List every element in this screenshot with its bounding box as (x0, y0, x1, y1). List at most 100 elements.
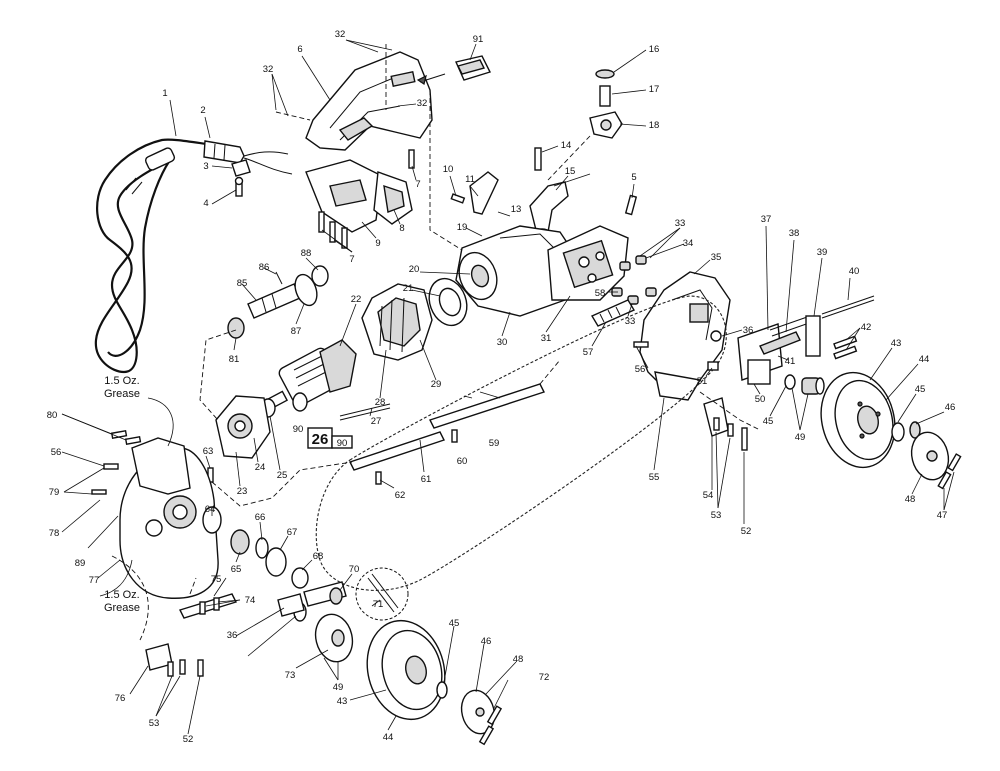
callout-51: 51 (697, 376, 708, 387)
callout-43b: 43 (337, 696, 348, 707)
callout-33a: 33 (675, 218, 686, 229)
callout-81: 81 (229, 354, 240, 365)
callout-49a: 49 (795, 432, 806, 443)
callout-17: 17 (649, 84, 660, 95)
grease-note-upper-line2: Grease (104, 388, 140, 400)
callout-11: 11 (465, 174, 475, 185)
callout-64: 64 (205, 504, 216, 515)
callout-45a: 45 (915, 384, 926, 395)
left-drive-bearings (202, 506, 287, 577)
callout-32c: 32 (417, 98, 428, 109)
callout-22: 22 (351, 294, 362, 305)
right-wheel-retainer (891, 421, 962, 490)
callout-3: 3 (203, 161, 208, 172)
callout-63: 63 (203, 446, 214, 457)
callout-13: 13 (511, 204, 522, 215)
callout-1: 1 (162, 88, 167, 99)
frame-bushings (611, 255, 657, 305)
callout-74: 74 (245, 595, 256, 606)
callout-75: 75 (211, 574, 222, 585)
callout-30: 30 (497, 337, 508, 348)
tension-screw (590, 299, 636, 327)
right-wheel (820, 371, 896, 469)
callout-68: 68 (313, 551, 324, 562)
callout-21: 21 (403, 283, 414, 294)
top-screws (534, 147, 638, 216)
callout-49b: 49 (333, 682, 344, 693)
callout-67: 67 (287, 527, 298, 538)
left-sprocket (277, 593, 354, 663)
callout-48a: 48 (905, 494, 916, 505)
callout-14: 14 (561, 140, 572, 151)
callout-45c: 45 (449, 618, 460, 629)
callout-15: 15 (565, 166, 576, 177)
callout-9: 9 (375, 238, 380, 249)
guide-screws (821, 295, 875, 360)
leader-lines (61, 39, 955, 735)
callout-20: 20 (409, 264, 420, 275)
callout-28: 28 (375, 397, 386, 408)
callout-31: 31 (541, 333, 552, 344)
handle (305, 51, 433, 151)
callout-85: 85 (237, 278, 248, 289)
switch-housing (305, 159, 413, 233)
long-screw (339, 403, 391, 421)
callout-72: 72 (539, 672, 550, 683)
callout-57: 57 (583, 347, 594, 358)
callout-52b: 52 (183, 734, 194, 745)
callout-91: 91 (473, 34, 484, 45)
fan-baffle (428, 277, 468, 327)
callout-19: 19 (457, 222, 468, 233)
callout-70: 70 (349, 564, 360, 575)
right-guard-bracket (703, 397, 748, 451)
callout-89: 89 (75, 558, 86, 569)
callout-7b: 7 (349, 254, 354, 265)
saw-blade-loop (315, 295, 727, 591)
callout-32a: 32 (335, 29, 346, 40)
motor-housing (455, 225, 581, 317)
assembly-badge-main: 26 (312, 431, 329, 448)
callout-53b: 53 (149, 718, 160, 729)
cord-clamp (231, 159, 251, 197)
power-cord (94, 138, 239, 374)
callout-53a: 53 (711, 510, 722, 521)
callout-35: 35 (711, 252, 722, 263)
callout-4: 4 (203, 198, 208, 209)
drive-shaft (291, 567, 409, 621)
callout-71: 71 (373, 599, 384, 610)
adjust-knob-assembly (589, 69, 623, 139)
callout-56a: 56 (635, 364, 646, 375)
callout-24: 24 (255, 462, 266, 473)
callout-23: 23 (237, 486, 248, 497)
grease-notes: 1.5 Oz. Grease 1.5 Oz. Grease (104, 375, 140, 614)
callout-18: 18 (649, 120, 660, 131)
callout-39: 39 (817, 247, 828, 258)
callout-65: 65 (231, 564, 242, 575)
callout-58: 58 (595, 288, 606, 299)
callout-73: 73 (285, 670, 296, 681)
left-wheel-retainer (436, 681, 503, 746)
callout-10: 10 (443, 164, 454, 175)
motor-field (361, 283, 433, 361)
pinion-gear-set (227, 265, 329, 339)
callout-41: 41 (785, 356, 796, 367)
callout-56b: 56 (51, 447, 62, 458)
left-wheel (366, 619, 446, 721)
callout-29: 29 (431, 379, 442, 390)
callout-36a: 36 (743, 325, 754, 336)
callout-86: 86 (259, 262, 270, 273)
callout-79: 79 (49, 487, 60, 498)
callout-33b: 33 (625, 316, 636, 327)
misc-screws (91, 341, 719, 495)
callout-54: 54 (703, 490, 714, 501)
callout-48b: 48 (513, 654, 524, 665)
grease-note-lower-line1: 1.5 Oz. (104, 589, 139, 601)
left-guard-bracket (145, 593, 237, 677)
callout-76: 76 (115, 693, 126, 704)
callout-88: 88 (301, 248, 312, 259)
callout-32b: 32 (263, 64, 274, 75)
callout-43a: 43 (891, 338, 902, 349)
callout-90: 90 (293, 424, 304, 435)
gear-case (547, 225, 629, 301)
